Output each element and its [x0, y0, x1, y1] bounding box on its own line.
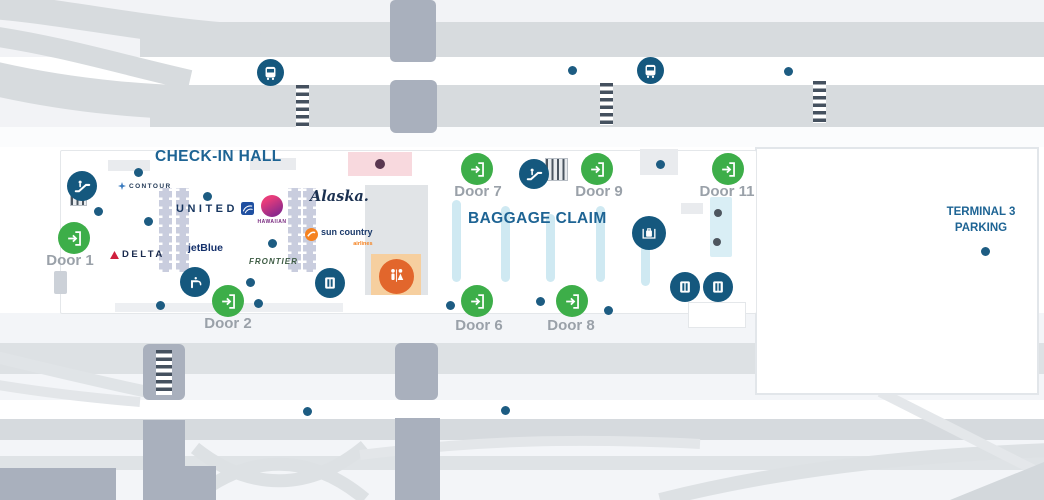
terminal3-line1: TERMINAL 3: [946, 206, 1016, 218]
checkin-counter: [176, 188, 189, 272]
airline-sun-country: sun country airlines: [305, 222, 373, 247]
wall-segment: [681, 203, 703, 214]
bus-stop-icon[interactable]: [637, 57, 664, 84]
escalator-icon[interactable]: [519, 159, 549, 189]
wall-segment: [108, 160, 150, 171]
elevator-icon[interactable]: [670, 272, 700, 302]
baggage-claim-heading: BAGGAGE CLAIM: [468, 210, 607, 227]
airline-united: UNITED: [176, 202, 254, 215]
terminal3-parking-label: TERMINAL 3 PARKING: [926, 205, 1036, 236]
poi-dot-plum: [375, 159, 385, 169]
crosswalk: [813, 81, 826, 123]
poi-dot: [254, 299, 263, 308]
wall-segment: [250, 158, 296, 170]
poi-dot: [568, 66, 577, 75]
baggage-carousel-belt: [546, 214, 555, 282]
frontier-label: FRONTIER: [249, 257, 298, 266]
hawaiian-logo-icon: [261, 195, 283, 217]
baggage-carousel-belt: [596, 206, 605, 282]
door11-bay: [710, 197, 732, 257]
door-1-marker[interactable]: [58, 222, 90, 254]
poi-dot-gray: [713, 238, 721, 246]
crosswalk: [156, 350, 172, 395]
door-6-marker[interactable]: [461, 285, 493, 317]
terminal3-parking-structure: [755, 147, 1039, 395]
airline-delta: DELTA: [110, 249, 165, 260]
poi-dot: [981, 247, 990, 256]
door-2-label: Door 2: [204, 315, 252, 332]
door-9-label: Door 9: [575, 183, 623, 200]
united-label: UNITED: [176, 202, 238, 215]
sun-country-sublabel: airlines: [353, 241, 373, 247]
poi-dot: [303, 407, 312, 416]
restroom-icon[interactable]: [379, 259, 414, 294]
airline-jetblue: jetBlue: [188, 242, 223, 254]
baggage-carousel-belt: [501, 206, 510, 282]
poi-dot: [144, 217, 153, 226]
poi-dot: [604, 306, 613, 315]
poi-dot: [656, 160, 665, 169]
building-extension: [688, 302, 746, 328]
poi-dot-gray: [714, 209, 722, 217]
door-7-label: Door 7: [454, 183, 502, 200]
door-11-label: Door 11: [699, 183, 755, 200]
door-11-marker[interactable]: [712, 153, 744, 185]
delta-triangle-icon: [110, 250, 119, 259]
alaska-label: Alaska.: [310, 188, 369, 205]
airline-alaska: Alaska.: [310, 188, 369, 205]
door-7-marker[interactable]: [461, 153, 493, 185]
poi-dot: [156, 301, 165, 310]
baggage-carousel-belt: [452, 200, 461, 282]
door1-vestibule: [54, 271, 67, 294]
terminal3-line2: PARKING: [954, 221, 1008, 234]
crosswalk: [600, 83, 613, 125]
sun-country-icon: [305, 228, 318, 241]
poi-dot: [446, 301, 455, 310]
poi-dot: [246, 278, 255, 287]
jetblue-label: jetBlue: [188, 242, 224, 254]
water-fountain-icon[interactable]: [180, 267, 210, 297]
door-6-label: Door 6: [455, 317, 503, 334]
poi-dot: [268, 239, 277, 248]
hawaiian-label: HAWAIIAN: [257, 219, 287, 225]
united-globe-icon: [240, 202, 254, 215]
crosswalk: [296, 85, 309, 127]
door-2-marker[interactable]: [212, 285, 244, 317]
delta-label: DELTA: [122, 249, 165, 260]
door-8-label: Door 8: [547, 317, 595, 334]
checkin-counter: [159, 188, 172, 272]
escalator-icon[interactable]: [67, 171, 97, 201]
airline-contour: CONTOUR: [118, 182, 172, 190]
baggage-carousel-belt: [641, 224, 650, 286]
elevator-icon[interactable]: [703, 272, 733, 302]
poi-dot: [94, 207, 103, 216]
contour-star-icon: [118, 182, 126, 190]
sun-country-label: sun country: [321, 227, 373, 237]
door-1-label: Door 1: [46, 252, 94, 269]
elevator-icon[interactable]: [315, 268, 345, 298]
checkin-counter: [288, 188, 301, 272]
poi-dot: [134, 168, 143, 177]
bus-stop-icon[interactable]: [257, 59, 284, 86]
checkin-hall-heading: CHECK-IN HALL: [155, 148, 282, 165]
poi-dot: [203, 192, 212, 201]
door-8-marker[interactable]: [556, 285, 588, 317]
poi-dot: [784, 67, 793, 76]
airline-hawaiian: HAWAIIAN: [252, 195, 292, 225]
poi-dot: [501, 406, 510, 415]
door-9-marker[interactable]: [581, 153, 613, 185]
poi-dot: [536, 297, 545, 306]
baggage-carousel-icon[interactable]: [632, 216, 666, 250]
airline-frontier: FRONTIER: [249, 257, 298, 266]
contour-label: CONTOUR: [129, 182, 172, 190]
